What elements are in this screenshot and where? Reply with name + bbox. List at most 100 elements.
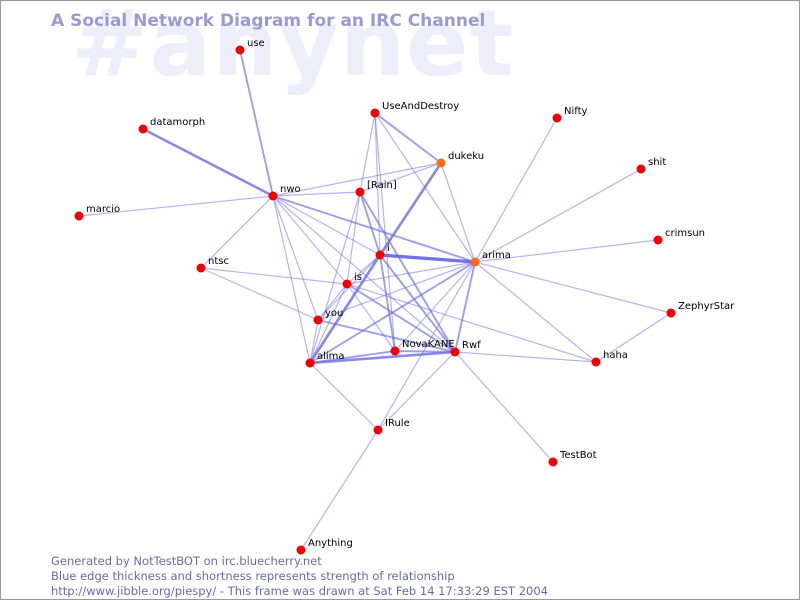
footer-legend-note: Blue edge thickness and shortness repres… — [51, 569, 455, 583]
node-dot-dukeku[interactable] — [436, 158, 446, 168]
node-dot-use[interactable] — [235, 45, 245, 55]
node-testbot[interactable]: TestBot — [548, 450, 597, 467]
edge-is-rwf — [346, 283, 456, 353]
node-alima[interactable]: alima — [305, 351, 345, 368]
node-label-rain: [Rain] — [367, 180, 397, 191]
node-dot-nwo[interactable] — [268, 191, 278, 201]
edge-shit-arima — [474, 168, 642, 263]
node-anything[interactable]: Anything — [296, 538, 353, 555]
edge-marcio-nwo — [78, 195, 274, 217]
node-rain[interactable]: [Rain] — [355, 180, 397, 197]
node-dot-zephyrstar[interactable] — [666, 308, 676, 318]
edge-nwo-rain — [272, 191, 361, 197]
node-dot-crimsun[interactable] — [653, 235, 663, 245]
edge-arima-you — [317, 261, 476, 321]
node-haha[interactable]: haha — [591, 350, 628, 367]
node-rwf[interactable]: Rwf — [450, 340, 482, 357]
edge-rain-is — [346, 191, 361, 285]
edge-i-alima — [308, 253, 382, 365]
node-datamorph[interactable]: datamorph — [138, 117, 206, 134]
node-irule[interactable]: IRule — [373, 418, 410, 435]
node-dot-useanddestroy[interactable] — [370, 108, 380, 118]
node-zephyrstar[interactable]: ZephyrStar — [666, 301, 736, 318]
node-label-marcio: marcio — [86, 204, 120, 215]
edge-dukeku-i — [378, 161, 443, 257]
node-dot-marcio[interactable] — [74, 211, 84, 221]
node-label-ntsc: ntsc — [208, 256, 229, 267]
node-dot-is[interactable] — [342, 279, 352, 289]
edge-rain-alima — [309, 191, 361, 364]
edge-alima-irule — [309, 362, 379, 431]
node-is[interactable]: is — [342, 272, 363, 289]
node-dot-rwf[interactable] — [450, 347, 460, 357]
node-novakane[interactable]: NovaKANE — [390, 339, 455, 356]
node-dot-i[interactable] — [375, 250, 385, 260]
edge-alima-novakane — [309, 350, 396, 364]
node-dot-you[interactable] — [313, 315, 323, 325]
edge-dukeku-rain — [359, 162, 442, 193]
edge-haha-is — [346, 283, 597, 363]
node-useanddestroy[interactable]: UseAndDestroy — [370, 101, 460, 118]
node-dot-nifty[interactable] — [552, 113, 562, 123]
footer-generated-by: Generated by NotTestBOT on irc.bluecherr… — [51, 554, 322, 568]
node-label-i: i — [387, 243, 390, 254]
node-marcio[interactable]: marcio — [74, 204, 121, 221]
node-label-is: is — [354, 272, 362, 283]
edge-i-rwf — [379, 254, 456, 353]
node-layer: use datamorph UseAndDestroy Nifty dukeku shit… — [74, 38, 736, 555]
node-label-you: you — [325, 308, 343, 319]
edge-datamorph-nwo — [141, 127, 275, 198]
node-dot-shit[interactable] — [636, 164, 646, 174]
node-dot-haha[interactable] — [591, 357, 601, 367]
edge-nwo-i — [272, 195, 381, 256]
node-dot-irule[interactable] — [373, 425, 383, 435]
node-crimsun[interactable]: crimsun — [653, 228, 706, 245]
node-ntsc[interactable]: ntsc — [196, 256, 229, 273]
footer: Generated by NotTestBOT on irc.bluecherr… — [51, 554, 548, 599]
node-label-testbot: TestBot — [559, 450, 597, 461]
node-dot-rain[interactable] — [355, 187, 365, 197]
node-dot-novakane[interactable] — [390, 346, 400, 356]
node-dot-anything[interactable] — [296, 545, 306, 555]
node-dot-arima[interactable] — [470, 257, 480, 267]
node-dot-ntsc[interactable] — [196, 263, 206, 273]
node-label-novakane: NovaKANE — [402, 339, 455, 350]
edge-layer — [78, 49, 672, 551]
node-label-alima: alima — [317, 351, 345, 362]
edge-i-arima — [378, 253, 477, 264]
node-shit[interactable]: shit — [636, 157, 667, 174]
edge-you-alima — [309, 319, 319, 364]
node-you[interactable]: you — [313, 308, 344, 325]
edge-rwf-testbot — [454, 351, 554, 463]
node-label-zephyrstar: ZephyrStar — [678, 301, 735, 312]
node-label-crimsun: crimsun — [665, 228, 705, 239]
edge-nwo-rwf — [272, 195, 456, 353]
edge-rwf-irule — [377, 351, 456, 431]
node-label-nifty: Nifty — [564, 106, 588, 117]
node-use[interactable]: use — [235, 38, 265, 55]
node-i[interactable]: i — [375, 243, 390, 260]
edge-nwo-you — [272, 195, 319, 321]
edge-crimsun-arima — [474, 239, 659, 263]
node-dukeku[interactable]: dukeku — [436, 151, 485, 168]
node-nwo[interactable]: nwo — [268, 184, 301, 201]
edge-rain-i — [359, 191, 381, 256]
node-label-irule: IRule — [385, 418, 410, 429]
edge-nwo-ntsc — [200, 195, 274, 269]
edge-useanddestroy-rain — [359, 112, 376, 193]
node-arima[interactable]: arima — [470, 250, 511, 267]
node-label-nwo: nwo — [280, 184, 301, 195]
edge-novakane-rwf — [394, 350, 456, 353]
edge-nwo-dukeku — [272, 162, 442, 197]
edge-nwo-alima — [272, 195, 311, 364]
edge-haha-arima — [474, 261, 597, 363]
edge-is-you — [317, 283, 348, 321]
node-dot-testbot[interactable] — [548, 457, 558, 467]
node-dot-datamorph[interactable] — [138, 124, 148, 134]
edge-haha-rwf — [454, 351, 597, 363]
node-nifty[interactable]: Nifty — [552, 106, 588, 123]
node-dot-alima[interactable] — [305, 358, 315, 368]
edge-nifty-arima — [474, 117, 558, 263]
node-label-anything: Anything — [308, 538, 353, 549]
